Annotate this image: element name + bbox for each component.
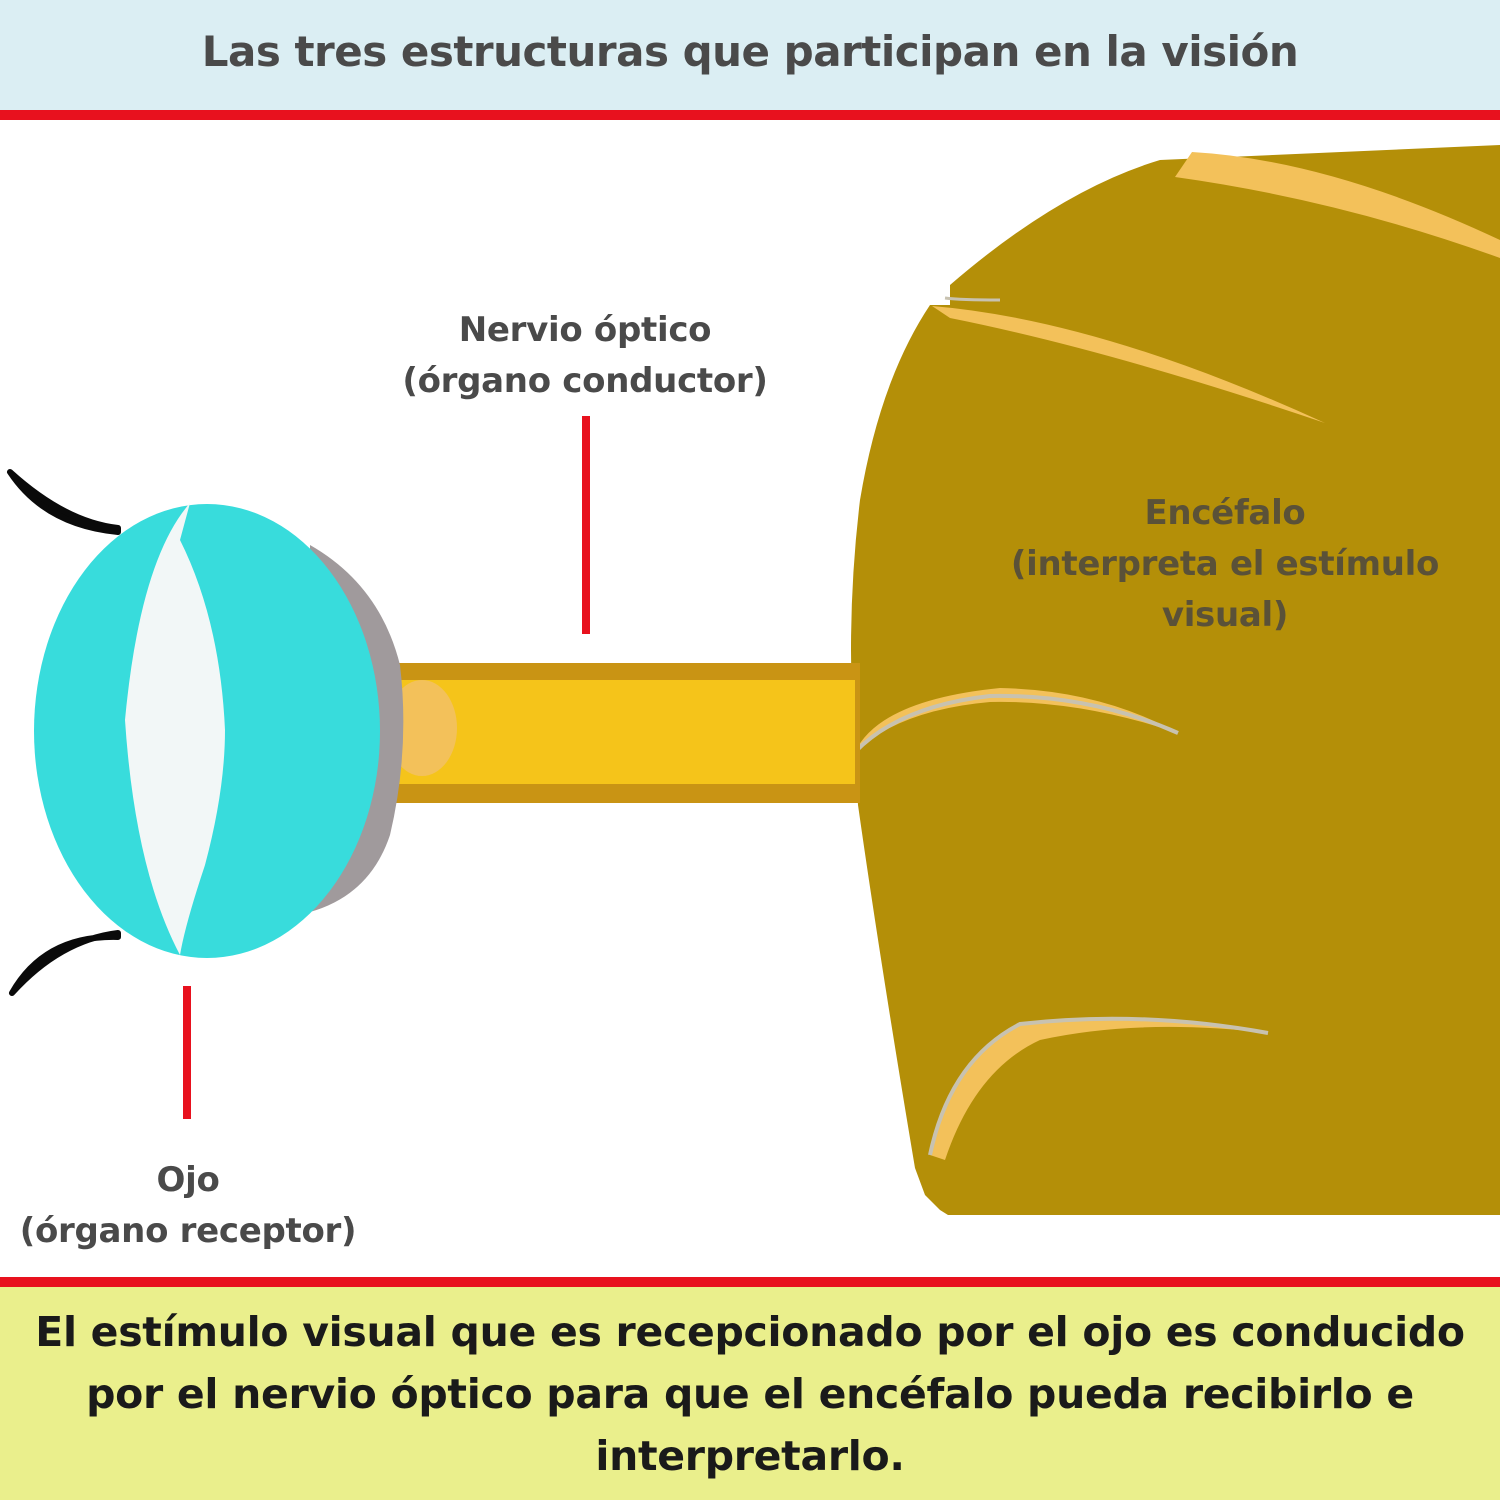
nerve-label: Nervio óptico (órgano conductor) xyxy=(380,305,790,407)
brain-label-line2: (interpreta el estímulo xyxy=(1010,544,1440,584)
brain-fold-top xyxy=(1175,152,1500,258)
eye-label-subtitle: (órgano receptor) xyxy=(19,1211,357,1251)
eye-illustration xyxy=(7,469,404,996)
brain-label-line3: visual) xyxy=(1161,595,1289,635)
eye-label: Ojo (órgano receptor) xyxy=(10,1155,366,1257)
brain-fold-middle xyxy=(855,688,1178,752)
page-title: Las tres estructuras que participan en l… xyxy=(201,26,1299,76)
vision-diagram: Nervio óptico (órgano conductor) Ojo (ór… xyxy=(0,120,1500,1277)
brain-label: Encéfalo (interpreta el estímulo visual) xyxy=(990,488,1460,641)
brain-illustration xyxy=(851,145,1500,1215)
nerve-core xyxy=(390,680,855,784)
diagram-illustration xyxy=(7,145,1500,1215)
header-bar: Las tres estructuras que participan en l… xyxy=(0,0,1500,110)
eyelash-bottom-icon xyxy=(9,930,121,996)
brain-fold-upper xyxy=(932,306,1325,423)
nerve-label-subtitle: (órgano conductor) xyxy=(402,361,768,401)
top-divider xyxy=(0,110,1500,120)
optic-nerve-illustration xyxy=(387,663,860,803)
eye-lens xyxy=(125,503,225,955)
brain-label-title: Encéfalo xyxy=(1144,493,1306,533)
footer-bar: El estímulo visual que es recepcionado p… xyxy=(0,1287,1500,1500)
eyelash-top-icon xyxy=(7,469,121,535)
nerve-label-title: Nervio óptico xyxy=(458,310,712,350)
bottom-divider xyxy=(0,1277,1500,1287)
footer-caption: El estímulo visual que es recepcionado p… xyxy=(35,1307,1465,1480)
brain-shape xyxy=(851,145,1500,1215)
brain-fold-lower xyxy=(930,1019,1268,1160)
nerve-disc xyxy=(387,680,457,776)
eye-label-title: Ojo xyxy=(156,1160,220,1200)
